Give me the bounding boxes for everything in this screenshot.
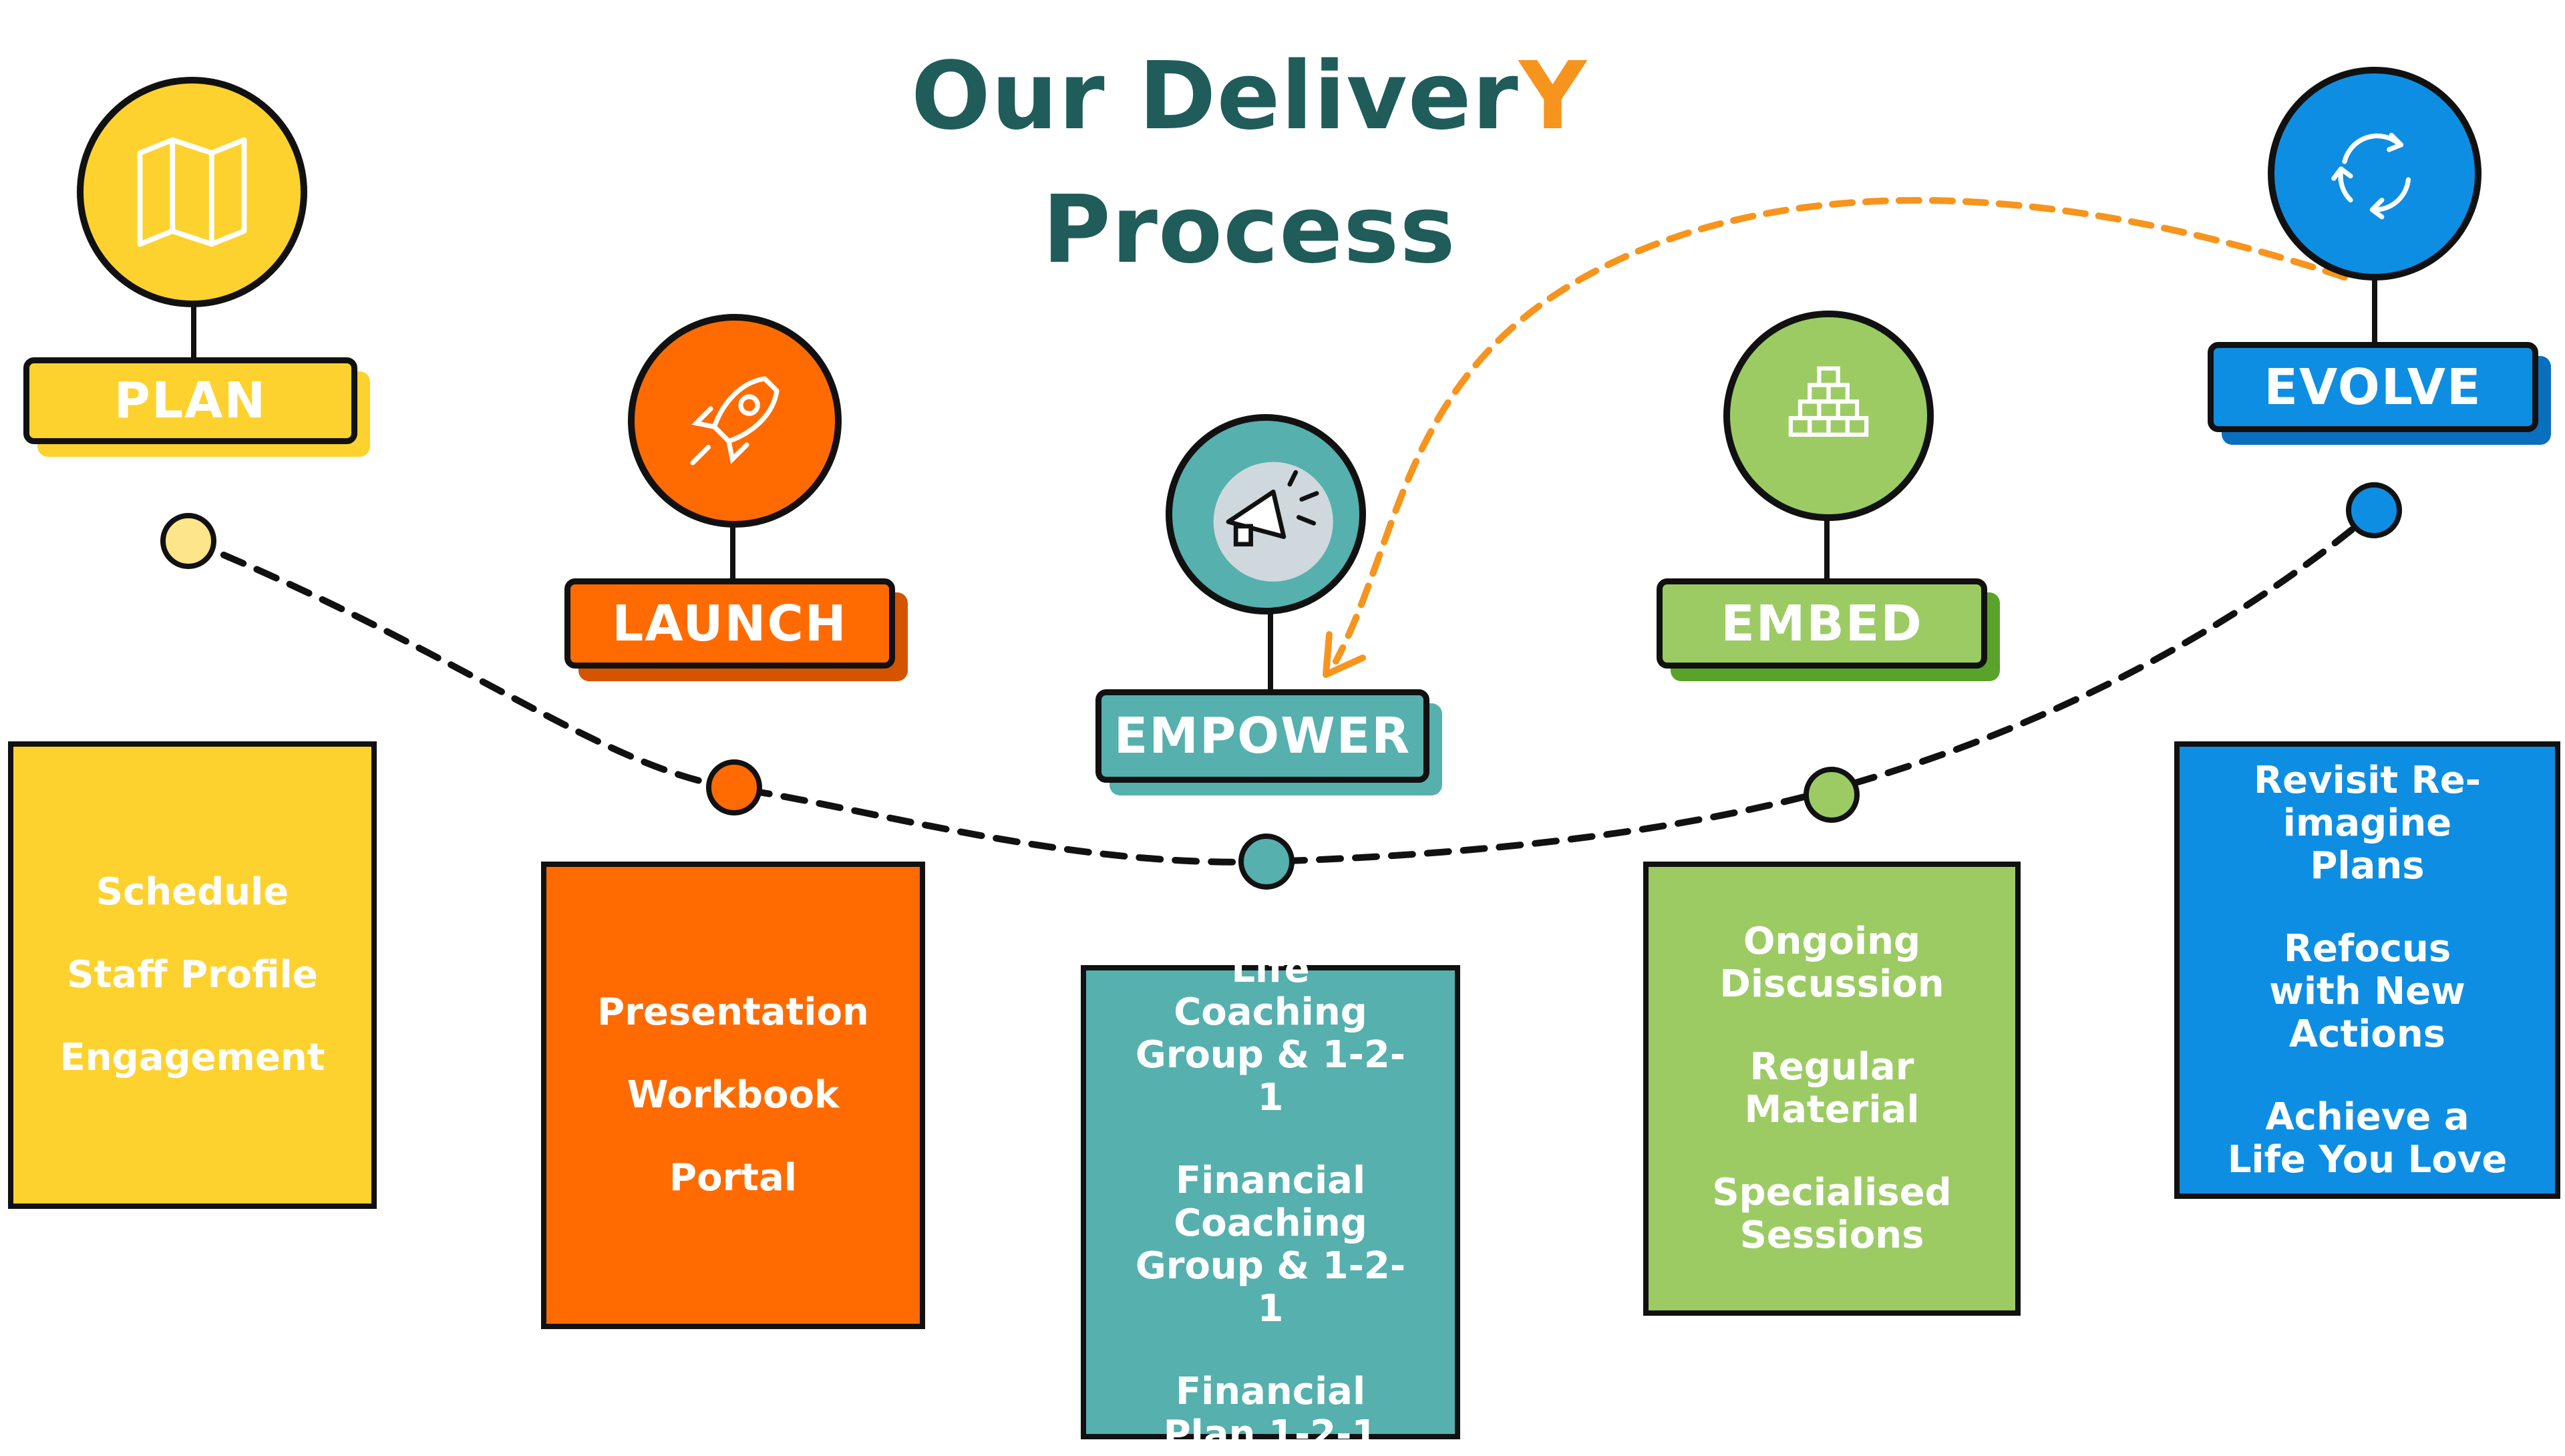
- title-accent-letter: Y: [1518, 42, 1588, 151]
- plan-details-card: Schedule Staff Profile Engagement: [8, 741, 377, 1209]
- empower-item-text: Financial Plan 1-2-1: [1163, 1370, 1378, 1456]
- evolve-item: Revisit Re-imagine Plans: [2240, 759, 2494, 888]
- embed-item: Ongoing Discussion: [1692, 920, 1973, 1006]
- embed-item-text: Regular Material: [1744, 1045, 1920, 1131]
- evolve-stem: [2372, 279, 2377, 346]
- empower-item-text: Financial Coaching Group & 1-2-1: [1135, 1159, 1406, 1330]
- empower-item: Financial Plan 1-2-1: [1130, 1371, 1411, 1456]
- embed-item-text: Ongoing Discussion: [1719, 920, 1944, 1006]
- launch-icon-circle: [628, 314, 842, 528]
- empower-icon-circle: [1166, 414, 1366, 614]
- page-title-line-1: Our DeliverY: [868, 50, 1630, 144]
- stage-label-embed: EMBED: [1657, 578, 2000, 681]
- launch-stem: [730, 526, 735, 581]
- embed-details-card: Ongoing Discussion Regular Material Spec…: [1643, 862, 2021, 1316]
- title-main-text: Our Deliver: [910, 42, 1519, 151]
- launch-timeline-dot: [706, 759, 762, 815]
- evolve-label-text: EVOLVE: [2264, 358, 2482, 416]
- embed-item: Regular Material: [1659, 1046, 2006, 1131]
- launch-item: Portal: [669, 1156, 797, 1200]
- evolve-details-card: Revisit Re-imagine Plans Refocus with Ne…: [2174, 741, 2560, 1199]
- launch-item: Presentation: [597, 990, 869, 1034]
- evolve-item-text: Achieve a Life You Love: [2227, 1095, 2508, 1181]
- empower-label-text: EMPOWER: [1114, 707, 1411, 765]
- rocket-icon: [690, 376, 780, 466]
- launch-label-text: LAUNCH: [612, 594, 848, 653]
- evolve-item: Refocus with New Actions: [2234, 926, 2501, 1056]
- feedback-arrow-head: [1323, 631, 1366, 678]
- feedback-arrow-path: [1333, 196, 2348, 665]
- megaphone-icon: [1213, 462, 1333, 582]
- page-title-line-2: Process: [1042, 176, 1456, 285]
- plan-timeline-dot: [160, 513, 216, 569]
- empower-item: Financial Coaching Group & 1-2-1: [1130, 1159, 1411, 1330]
- plan-stem: [191, 306, 196, 361]
- refresh-cycle-icon: [2331, 132, 2411, 220]
- evolve-item-text: Revisit Re-imagine Plans: [2254, 758, 2481, 888]
- stage-label-empower: EMPOWER: [1095, 689, 1442, 795]
- embed-timeline-dot: [1804, 767, 1860, 823]
- launch-item: Workbook: [627, 1073, 840, 1117]
- plan-item: Schedule: [96, 870, 289, 914]
- evolve-icon-circle: [2268, 67, 2482, 281]
- plan-icon-circle: [77, 77, 307, 307]
- evolve-timeline-dot: [2346, 482, 2402, 538]
- evolve-item-text: Refocus with New Actions: [2269, 926, 2465, 1056]
- map-icon: [137, 137, 247, 247]
- stage-label-evolve: EVOLVE: [2208, 342, 2551, 445]
- stage-label-launch: LAUNCH: [564, 578, 908, 681]
- empower-details-card: Life Coaching Group & 1-2-1 Financial Co…: [1081, 948, 1460, 1456]
- embed-item-text: Specialised Sessions: [1712, 1171, 1952, 1257]
- empower-item-text: Life Coaching Group & 1-2-1: [1135, 948, 1406, 1119]
- plan-item: Staff Profile: [67, 953, 318, 996]
- plan-label-text: PLAN: [114, 372, 267, 429]
- embed-item: Specialised Sessions: [1692, 1171, 1973, 1257]
- embed-icon-circle: [1723, 311, 1934, 521]
- plan-item: Engagement: [59, 1036, 325, 1079]
- blocks-pyramid-icon: [1788, 366, 1869, 437]
- empower-stem: [1268, 613, 1273, 692]
- embed-label-text: EMBED: [1721, 594, 1923, 653]
- evolve-item: Achieve a Life You Love: [2224, 1095, 2511, 1181]
- empower-timeline-dot: [1238, 834, 1295, 890]
- embed-stem: [1824, 520, 1830, 581]
- launch-details-card: Presentation Workbook Portal: [541, 862, 925, 1329]
- stage-label-plan: PLAN: [23, 357, 370, 457]
- empower-item: Life Coaching Group & 1-2-1: [1130, 948, 1411, 1119]
